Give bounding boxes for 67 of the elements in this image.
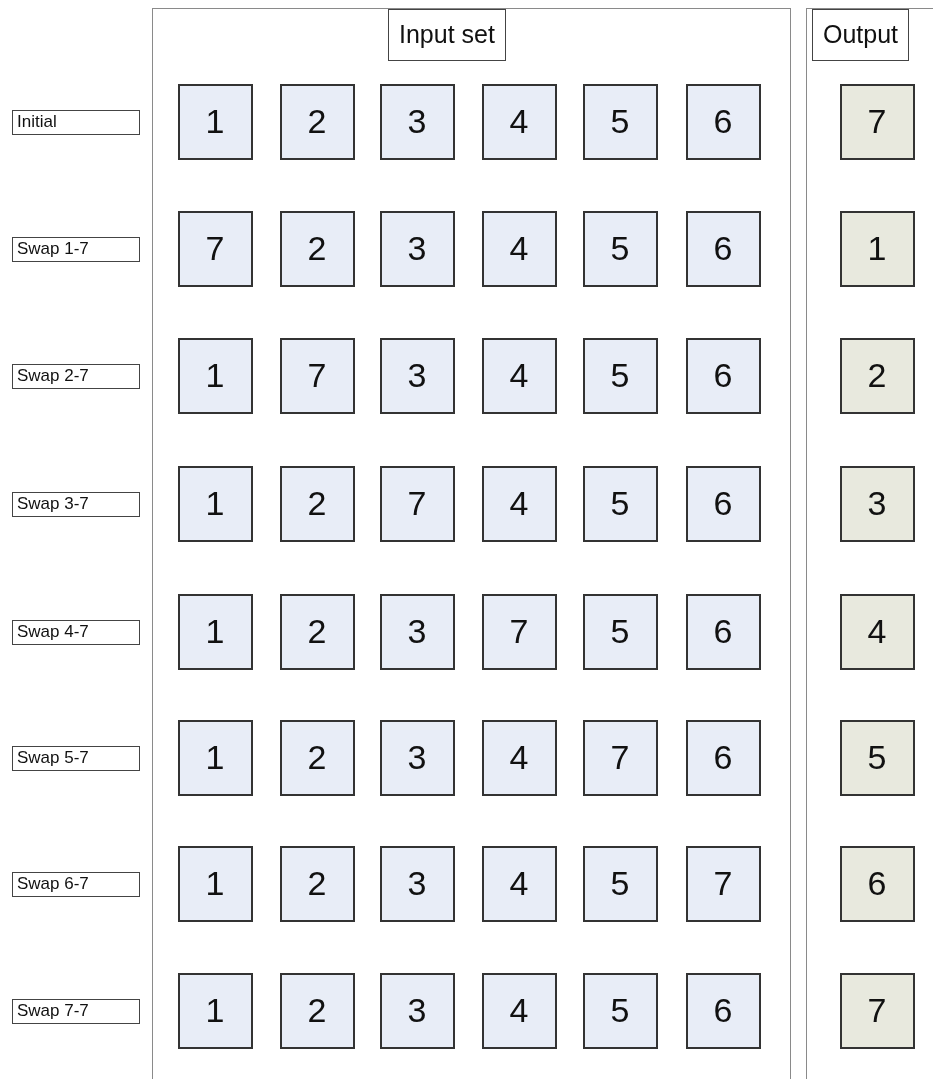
number-tile: 1 xyxy=(177,593,253,670)
row-label: Swap 7-7 xyxy=(12,999,140,1024)
number-tile: 3 xyxy=(839,465,915,542)
number-tile: 4 xyxy=(481,972,557,1049)
number-tile: 5 xyxy=(582,83,658,160)
number-tile: 2 xyxy=(279,83,355,160)
number-tile: 4 xyxy=(481,337,557,414)
number-tile: 7 xyxy=(177,210,253,287)
number-tile: 3 xyxy=(379,210,455,287)
number-tile: 5 xyxy=(582,465,658,542)
number-tile: 6 xyxy=(685,465,761,542)
number-tile: 4 xyxy=(481,83,557,160)
number-tile: 6 xyxy=(685,972,761,1049)
row-label: Swap 1-7 xyxy=(12,237,140,262)
number-tile: 1 xyxy=(177,465,253,542)
number-tile: 7 xyxy=(839,972,915,1049)
row-label: Swap 6-7 xyxy=(12,872,140,897)
number-tile: 3 xyxy=(379,337,455,414)
number-tile: 6 xyxy=(685,83,761,160)
number-tile: 2 xyxy=(279,465,355,542)
number-tile: 5 xyxy=(839,719,915,796)
number-tile: 1 xyxy=(177,83,253,160)
number-tile: 6 xyxy=(685,593,761,670)
number-tile: 7 xyxy=(685,845,761,922)
number-tile: 1 xyxy=(177,719,253,796)
number-tile: 1 xyxy=(177,337,253,414)
row-label: Swap 4-7 xyxy=(12,620,140,645)
number-tile: 4 xyxy=(481,465,557,542)
number-tile: 1 xyxy=(177,845,253,922)
number-tile: 2 xyxy=(279,593,355,670)
number-tile: 6 xyxy=(685,210,761,287)
row-label: Swap 2-7 xyxy=(12,364,140,389)
number-tile: 2 xyxy=(839,337,915,414)
number-tile: 7 xyxy=(481,593,557,670)
number-tile: 7 xyxy=(839,83,915,160)
number-tile: 3 xyxy=(379,845,455,922)
number-tile: 4 xyxy=(839,593,915,670)
number-tile: 6 xyxy=(839,845,915,922)
number-tile: 1 xyxy=(177,972,253,1049)
row-label: Swap 3-7 xyxy=(12,492,140,517)
number-tile: 2 xyxy=(279,719,355,796)
number-tile: 6 xyxy=(685,337,761,414)
number-tile: 3 xyxy=(379,83,455,160)
number-tile: 4 xyxy=(481,845,557,922)
number-tile: 1 xyxy=(839,210,915,287)
number-tile: 3 xyxy=(379,593,455,670)
number-tile: 2 xyxy=(279,972,355,1049)
panel-title: Input set xyxy=(388,9,506,61)
number-tile: 4 xyxy=(481,210,557,287)
number-tile: 3 xyxy=(379,972,455,1049)
number-tile: 5 xyxy=(582,337,658,414)
row-label: Swap 5-7 xyxy=(12,746,140,771)
panel-title: Output xyxy=(812,9,910,61)
number-tile: 2 xyxy=(279,845,355,922)
group-panel xyxy=(152,8,791,1079)
number-tile: 7 xyxy=(279,337,355,414)
number-tile: 5 xyxy=(582,210,658,287)
number-tile: 6 xyxy=(685,719,761,796)
number-tile: 5 xyxy=(582,845,658,922)
number-tile: 3 xyxy=(379,719,455,796)
number-tile: 2 xyxy=(279,210,355,287)
number-tile: 7 xyxy=(582,719,658,796)
number-tile: 5 xyxy=(582,972,658,1049)
number-tile: 4 xyxy=(481,719,557,796)
number-tile: 7 xyxy=(379,465,455,542)
number-tile: 5 xyxy=(582,593,658,670)
row-label: Initial xyxy=(12,110,140,135)
